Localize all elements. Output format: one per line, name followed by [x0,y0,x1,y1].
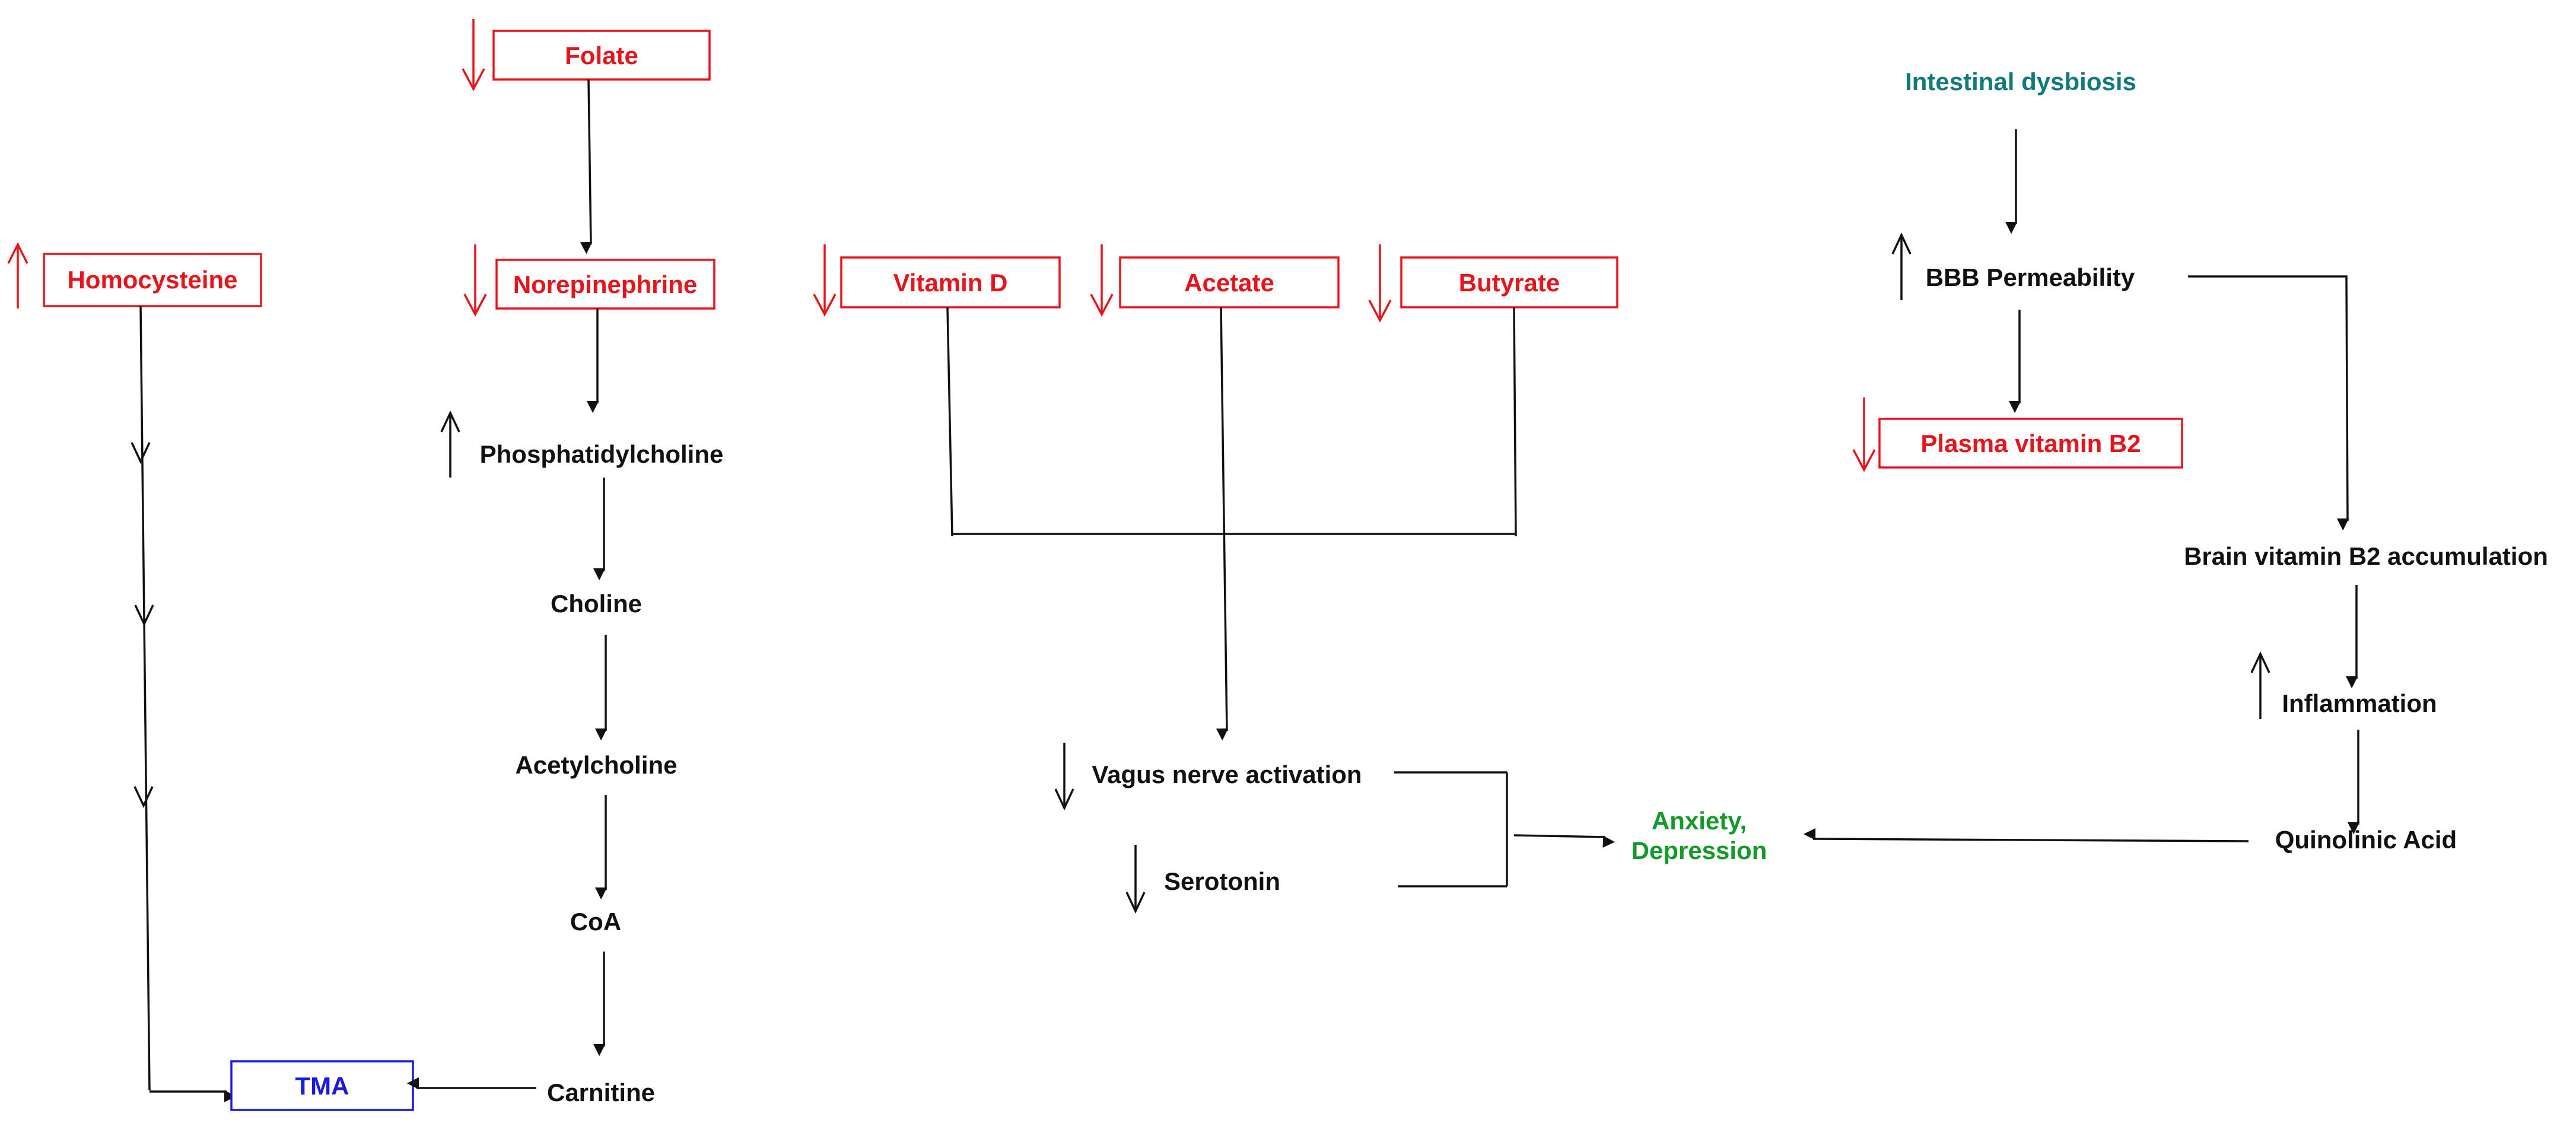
intestinal-dysbiosis-label: Intestinal dysbiosis [1905,68,2136,96]
serotonin-node: Serotonin [1164,867,1280,895]
arrow-quinolinic-to-anxiety [1803,828,2249,842]
norepinephrine-down-indicator [463,244,487,317]
plasma-b2-box [1878,418,2183,469]
serotonin-down-indicator [1125,845,1146,914]
vitamin-d-down-indicator [813,244,837,317]
inflammation-up-indicator [2250,651,2270,719]
plasma-b2-node: Plasma vitamin B2 [1878,418,2183,469]
anxiety-label: Anxiety, [1652,807,1747,835]
bbb-permeability-node: BBB Permeability [1926,263,2135,291]
carnitine-label: Carnitine [547,1079,655,1106]
vagus-nerve-down-indicator [1054,743,1074,811]
vitamin-d-label: Vitamin D [893,269,1008,297]
vagus-nerve-label: Vagus nerve activation [1092,761,1362,788]
serotonin-label: Serotonin [1164,867,1280,895]
inflammation-label: Inflammation [2282,689,2437,717]
norepinephrine-box [495,259,715,310]
plasma-b2-down-indicator [1852,397,1876,472]
phosphatidylcholine-node: Phosphatidylcholine [480,440,724,468]
acetate-label: Acetate [1184,269,1274,297]
vagus-nerve-node: Vagus nerve activation [1092,761,1362,788]
brain-b2-node: Brain vitamin B2 accumulation [2184,542,2548,570]
depression-label: Depression [1632,836,1767,864]
arrow-folate-to-norepinephrine [580,79,593,254]
inflammation-node: Inflammation [2282,689,2437,717]
norepinephrine-node: Norepinephrine [495,259,715,310]
bbb-permeability-label: BBB Permeability [1926,263,2135,291]
scfa-merge-connector [946,307,1517,741]
tma-node: TMA [230,1060,414,1111]
choline-node: Choline [551,590,642,618]
quinolinic-acid-node: Quinolinic Acid [2275,826,2457,854]
vitamin-d-node: Vitamin D [840,256,1061,308]
norepinephrine-label: Norepinephrine [513,271,697,298]
homocysteine-box [43,253,262,307]
choline-label: Choline [551,590,642,618]
butyrate-down-indicator [1368,244,1392,323]
folate-box [492,30,711,81]
butyrate-label: Butyrate [1459,269,1560,297]
carnitine-node: Carnitine [547,1079,655,1106]
coa-label: CoA [570,908,621,936]
phosphatidylcholine-label: Phosphatidylcholine [480,440,724,468]
acetate-box [1119,256,1340,308]
intestinal-dysbiosis-node: Intestinal dysbiosis [1905,68,2136,96]
plasma-b2-label: Plasma vitamin B2 [1920,430,2141,457]
homocysteine-node: Homocysteine [43,253,262,307]
folate-label: Folate [565,42,638,69]
acetylcholine-label: Acetylcholine [515,751,677,779]
coa-node: CoA [570,908,621,936]
acetate-node: Acetate [1119,256,1340,308]
acetylcholine-node: Acetylcholine [515,751,677,779]
path-chevron-3 [133,786,154,809]
butyrate-node: Butyrate [1400,256,1618,308]
folate-down-indicator [462,19,485,91]
folate-node: Folate [492,30,711,81]
homocysteine-up-indicator [7,242,28,308]
bbb-permeability-up-indicator [1891,232,1912,300]
tma-box [230,1060,414,1111]
vitamin-d-box [840,256,1061,308]
acetate-down-indicator [1090,244,1114,317]
anxiety-depression-node: Anxiety, Depression [1632,807,1767,864]
brain-b2-label: Brain vitamin B2 accumulation [2184,542,2548,570]
arrow-bbb-to-brain-b2 [2188,275,2349,531]
homocysteine-label: Homocysteine [67,266,237,294]
butyrate-box [1400,256,1618,308]
tma-label: TMA [295,1072,349,1100]
vagus-serotonin-merge [1394,771,1615,887]
path-chevron-1 [131,442,151,465]
quinolinic-acid-label: Quinolinic Acid [2275,826,2457,854]
homocysteine-to-tma-path [131,306,237,1102]
path-chevron-2 [134,605,154,627]
phosphatidylcholine-up-indicator [440,410,460,478]
